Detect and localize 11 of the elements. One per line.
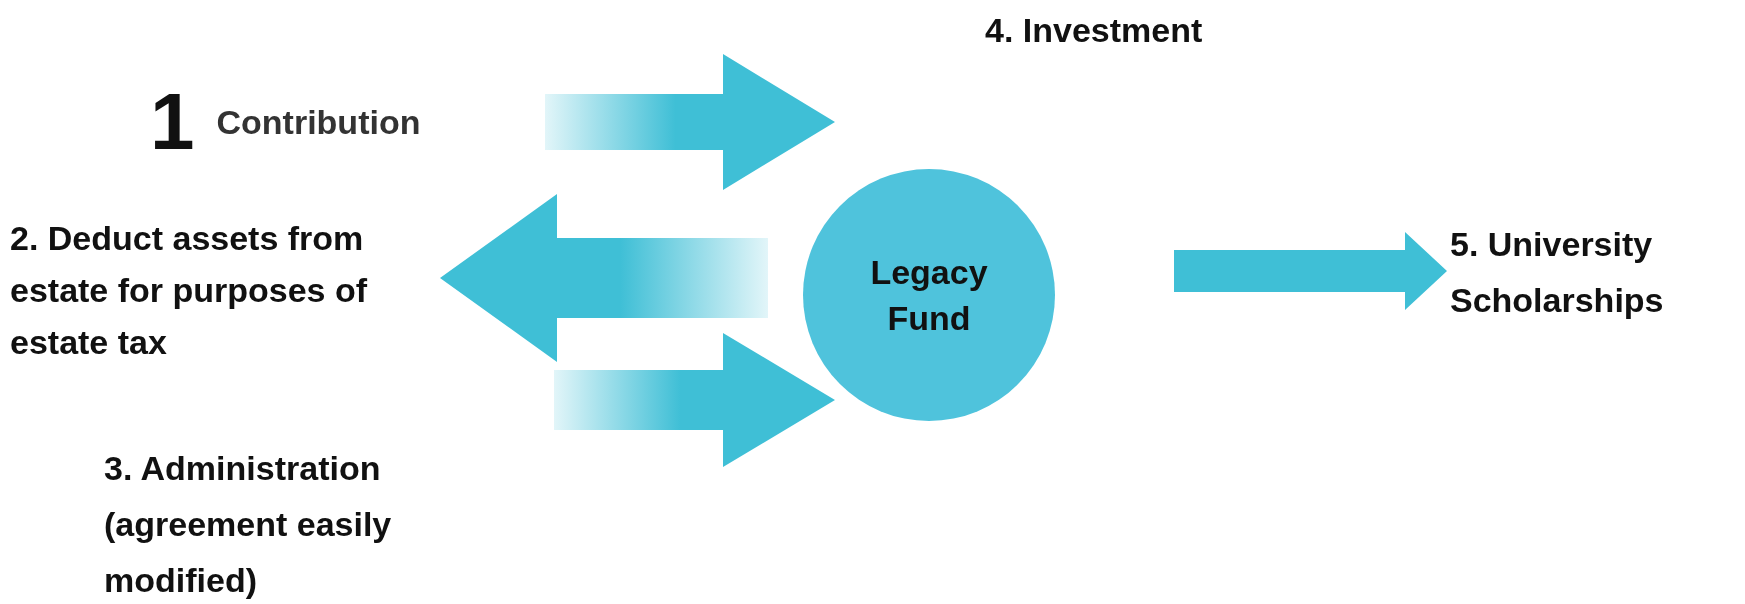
step-number: 1 xyxy=(150,80,195,164)
step-label: 2. Deduct assets from estate for purposes of estate tax xyxy=(10,218,369,363)
fund-label: Legacy Fund xyxy=(869,252,989,339)
step-label: 4. Investment xyxy=(985,10,1203,51)
block-arrow xyxy=(545,54,835,190)
step-label: 3. Administration (agreement easily modified) xyxy=(104,448,393,601)
block-arrow xyxy=(1174,232,1447,310)
step-label: Contribution xyxy=(216,102,421,142)
block-arrow xyxy=(440,194,768,362)
step-label: 5. University Scholarships xyxy=(1450,224,1665,321)
block-arrow xyxy=(554,333,835,467)
